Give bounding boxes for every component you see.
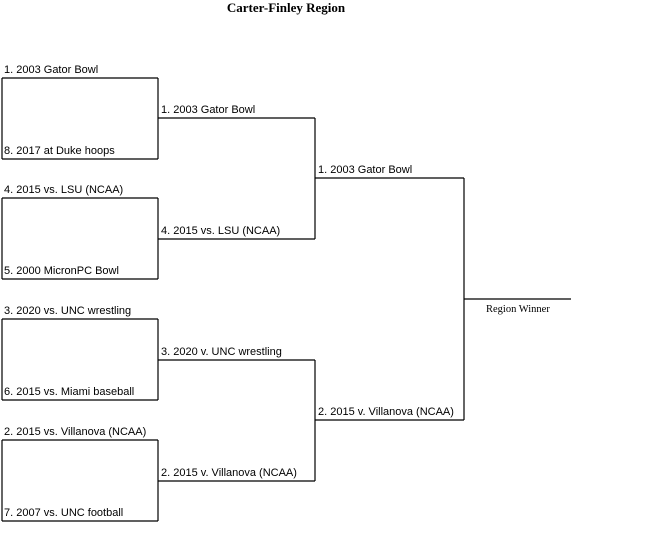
r1-team-6: 6. 2015 vs. Miami baseball <box>4 386 135 398</box>
r1-team-3: 3. 2020 vs. UNC wrestling <box>4 305 132 317</box>
r1-team-1: 1. 2003 Gator Bowl <box>4 64 99 76</box>
r1-team-5: 5. 2000 MicronPC Bowl <box>4 265 119 277</box>
r1-team-7: 7. 2007 vs. UNC football <box>4 507 124 519</box>
r1-team-4: 4. 2015 vs. LSU (NCAA) <box>4 184 124 196</box>
r2-team-2: 4. 2015 vs. LSU (NCAA) <box>161 225 281 237</box>
r3-team-1: 1. 2003 Gator Bowl <box>318 164 413 176</box>
r2-team-1: 1. 2003 Gator Bowl <box>161 104 256 116</box>
r1-team-2: 2. 2015 vs. Villanova (NCAA) <box>4 426 147 438</box>
r2-team-3: 3. 2020 v. UNC wrestling <box>161 346 282 358</box>
region-title: Carter-Finley Region <box>226 0 346 15</box>
r3-team-2: 2. 2015 v. Villanova (NCAA) <box>318 406 454 418</box>
r2-team-4: 2. 2015 v. Villanova (NCAA) <box>161 467 297 479</box>
r1-team-8: 8. 2017 at Duke hoops <box>4 145 115 157</box>
region-winner-label: Region Winner <box>486 304 550 315</box>
